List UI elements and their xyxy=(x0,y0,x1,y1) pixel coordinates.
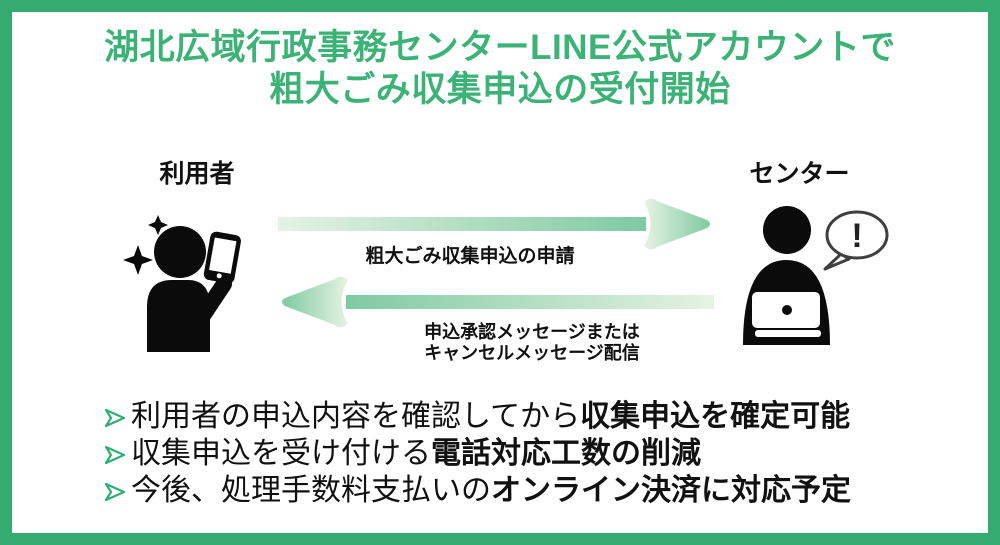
bullet-arrow-icon xyxy=(104,445,126,465)
speech-bubble: ! xyxy=(823,210,889,271)
exclamation-text: ! xyxy=(851,217,862,255)
bullet-item: 利用者の申込内容を確認してから収集申込を確定可能 xyxy=(103,398,923,435)
center-label: センター xyxy=(749,160,850,188)
response-arrow-label-line1: 申込承認メッセージまたは xyxy=(424,322,640,342)
response-arrow-label-line2: キャンセルメッセージ配信 xyxy=(424,343,640,363)
bullet-text-normal: 今後、処理手数料支払いの xyxy=(131,474,491,507)
bullet-arrow-icon xyxy=(104,482,126,502)
response-arrow-label: 申込承認メッセージまたは キャンセルメッセージ配信 xyxy=(400,322,664,364)
response-arrow xyxy=(282,276,714,328)
user-label: 利用者 xyxy=(159,160,235,188)
phone-icon xyxy=(203,231,241,284)
bullet-text-bold: 収集申込を確定可能 xyxy=(580,400,851,433)
laptop-icon xyxy=(752,292,821,337)
person-silhouette xyxy=(147,226,232,352)
request-arrow xyxy=(278,198,710,250)
operator-icon: ! xyxy=(743,206,889,345)
bullet-list: 利用者の申込内容を確認してから収集申込を確定可能 収集申込を受け付ける電話対応工… xyxy=(103,398,923,509)
bullet-item: 収集申込を受け付ける電話対応工数の削減 xyxy=(103,435,923,472)
page-title-line1: 湖北広域行政事務センターLINE公式アカウントで xyxy=(104,28,896,67)
request-arrow-label: 粗大ごみ収集申込の申請 xyxy=(365,246,575,267)
bullet-arrow-icon xyxy=(104,408,126,428)
bullet-text-normal: 収集申込を受け付ける xyxy=(131,437,431,470)
bullet-text-normal: 利用者の申込内容を確認してから xyxy=(131,400,581,433)
bullet-text-bold: オンライン決済に対応予定 xyxy=(491,474,851,507)
bullet-text-bold: 電話対応工数の削減 xyxy=(431,437,701,470)
user-icon xyxy=(123,215,241,352)
sparkles-icon xyxy=(123,215,168,275)
bullet-item: 今後、処理手数料支払いのオンライン決済に対応予定 xyxy=(103,472,923,509)
page-title: 湖北広域行政事務センターLINE公式アカウントで 粗大ごみ収集申込の受付開始 xyxy=(12,27,988,111)
page-title-line2: 粗大ごみ収集申込の受付開始 xyxy=(269,70,731,109)
